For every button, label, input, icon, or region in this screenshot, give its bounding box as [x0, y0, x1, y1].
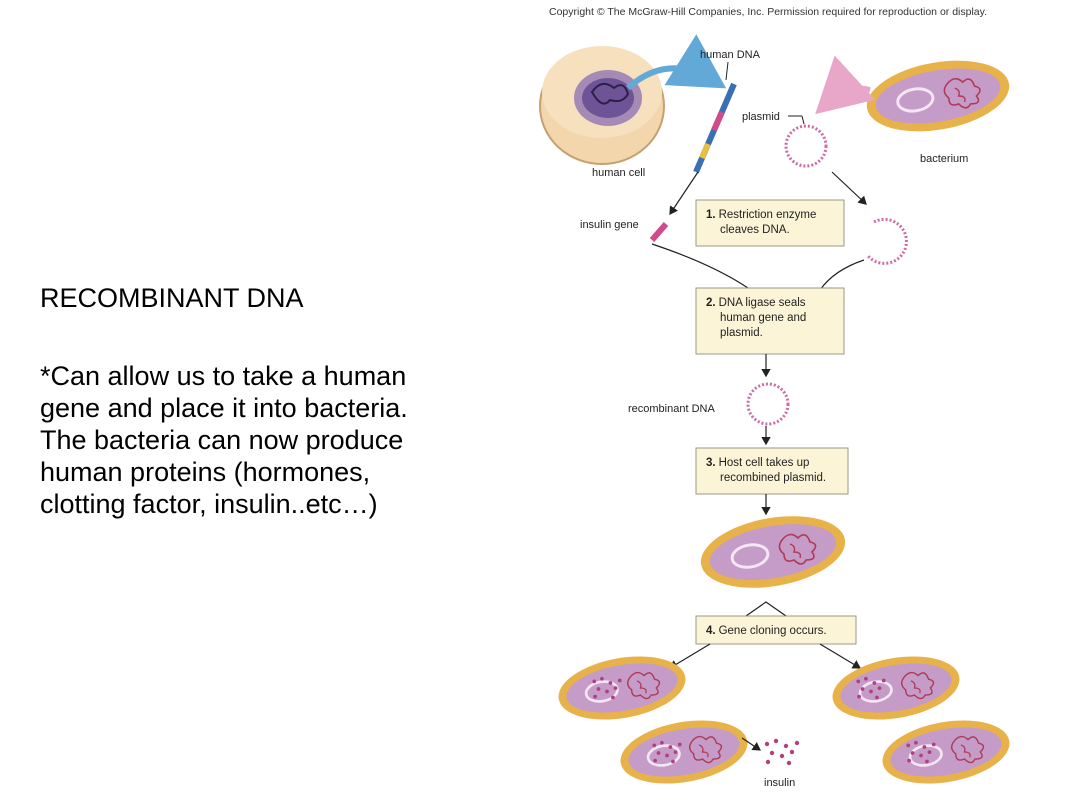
- human-cell-label: human cell: [592, 167, 645, 179]
- slide-text-block: RECOMBINANT DNA *Can allow us to take a …: [40, 282, 540, 520]
- arrow: [741, 737, 761, 751]
- recombinant-dna-label: recombinant DNA: [628, 403, 715, 415]
- step-box-3: 3.Host cell takes up recombined plasmid.: [695, 447, 849, 495]
- insulin-gene-fragment: [649, 222, 669, 242]
- insulin-molecules: [764, 738, 800, 766]
- svg-text:3.Host cell takes up: 3.Host cell takes up: [706, 457, 809, 469]
- step-box-1: 1.Restriction enzyme cleaves DNA.: [695, 199, 845, 247]
- plasmid: [784, 124, 828, 168]
- cloned-bacterium: [618, 718, 750, 786]
- arrow: [819, 643, 862, 669]
- leader-line: [725, 61, 729, 81]
- step-number: 2.: [706, 297, 716, 309]
- arrow: [669, 171, 699, 215]
- step-box-4: 4.Gene cloning occurs.: [695, 615, 857, 645]
- step-text: plasmid.: [720, 327, 763, 339]
- plasmid-extraction-arrow: [815, 55, 876, 115]
- bacterium-label: bacterium: [920, 153, 968, 165]
- human-dna-label: human DNA: [700, 49, 761, 61]
- svg-text:4.Gene cloning occurs.: 4.Gene cloning occurs.: [706, 625, 827, 637]
- step-text: recombined plasmid.: [720, 472, 826, 484]
- cloned-bacterium: [556, 654, 688, 722]
- body-line: human proteins (hormones,: [40, 457, 371, 487]
- body-line: gene and place it into bacteria.: [40, 393, 408, 423]
- copyright-notice: Copyright © The McGraw-Hill Companies, I…: [549, 6, 988, 18]
- recombinant-dna-diagram: human DNA human cell bacterium plasmid i…: [539, 34, 1012, 789]
- insulin-gene-label: insulin gene: [580, 219, 639, 231]
- body-line: clotting factor, insulin..etc…): [40, 489, 378, 519]
- step-number: 1.: [706, 209, 716, 221]
- body-line: *Can allow us to take a human: [40, 361, 407, 391]
- step-number: 3.: [706, 457, 716, 469]
- svg-text:2.DNA ligase seals: 2.DNA ligase seals: [706, 297, 806, 309]
- plasmid-label: plasmid: [742, 111, 780, 123]
- cloned-bacterium: [830, 654, 962, 722]
- cut-plasmid: [866, 217, 908, 265]
- slide-title: RECOMBINANT DNA: [40, 283, 304, 313]
- bacterium-top: [864, 60, 1012, 132]
- step-number: 4.: [706, 625, 716, 637]
- human-dna-strand: [693, 82, 737, 174]
- step-box-2: 2.DNA ligase seals human gene and plasmi…: [695, 287, 845, 355]
- connector: [651, 243, 749, 289]
- step-text: Gene cloning occurs.: [719, 625, 827, 637]
- recombinant-plasmid: [746, 382, 790, 426]
- arrow: [831, 171, 867, 205]
- step-text: cleaves DNA.: [720, 224, 790, 236]
- split-lines: [745, 601, 787, 617]
- cloned-bacterium: [880, 718, 1012, 786]
- step-text: DNA ligase seals: [719, 297, 806, 309]
- svg-text:1.Restriction enzyme: 1.Restriction enzyme: [706, 209, 816, 221]
- step-text: Restriction enzyme: [719, 209, 817, 221]
- arrow: [668, 643, 711, 669]
- leader-line: [801, 115, 805, 125]
- body-line: The bacteria can now produce: [40, 425, 404, 455]
- bacterium-recombinant: [698, 514, 848, 590]
- step-text: human gene and: [720, 312, 806, 324]
- insulin-label: insulin: [764, 777, 795, 789]
- step-text: Host cell takes up: [719, 457, 810, 469]
- connector: [819, 259, 865, 291]
- transfer-arrow: [625, 34, 727, 91]
- human-cell: [539, 46, 665, 165]
